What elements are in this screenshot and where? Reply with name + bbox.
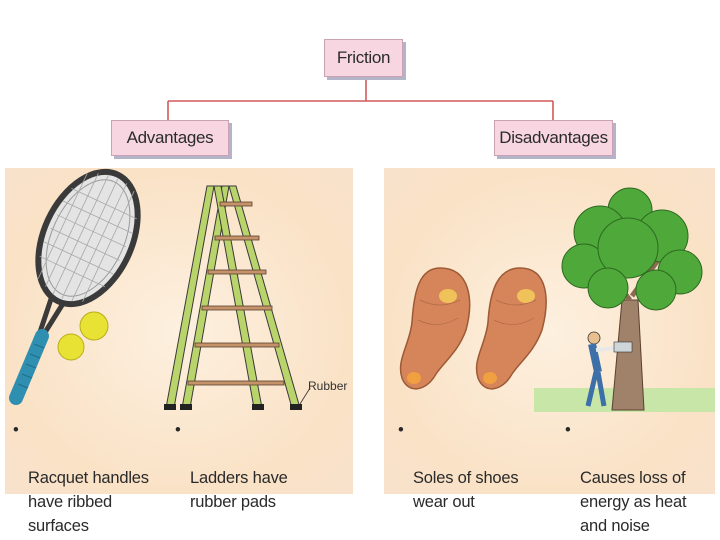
caption-energy-text: Causes loss of energy as heat and noise [580,469,687,535]
bullet: • [175,421,181,439]
man-sawing-illustration [585,331,633,407]
caption-shoes-text: Soles of shoes wear out [413,469,519,511]
advantages-box: Advantages [111,120,229,156]
caption-racquet: • Racquet handles have ribbed surfaces [13,418,178,538]
shoe-soles-illustration [399,267,547,390]
disadvantages-heading: Disadvantages [499,128,608,147]
bullet: • [398,421,404,439]
caption-energy: • Causes loss of energy as heat and nois… [565,418,720,538]
friction-title-box: Friction [324,39,403,77]
caption-racquet-text: Racquet handles have ribbed surfaces [28,469,149,535]
advantages-heading: Advantages [126,128,214,147]
tennis-racquet-illustration [9,168,141,405]
ladder-illustration [164,185,311,410]
caption-ladder: • Ladders have rubber pads [175,418,350,514]
caption-shoes: • Soles of shoes wear out [398,418,563,514]
bullet: • [565,421,571,439]
tree-illustration [534,187,715,412]
friction-title: Friction [336,48,391,67]
bullet: • [13,421,19,439]
caption-ladder-text: Ladders have rubber pads [190,469,288,511]
disadvantages-box: Disadvantages [494,120,613,156]
rubber-label: Rubber [308,379,348,393]
